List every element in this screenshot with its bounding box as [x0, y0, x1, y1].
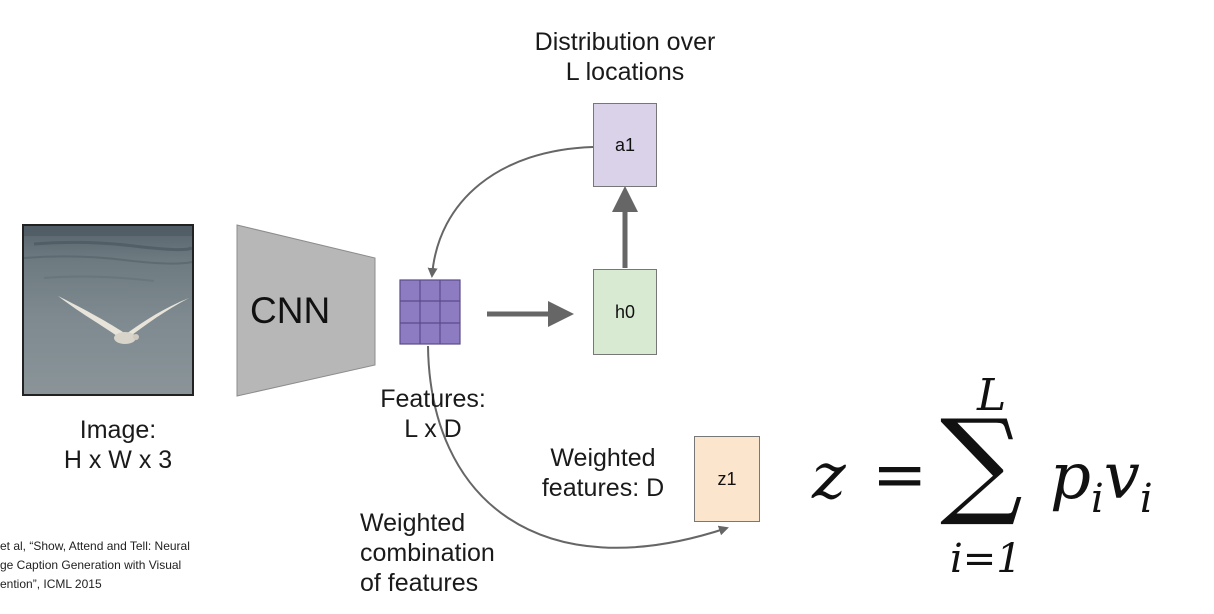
cnn-label: CNN: [250, 290, 331, 331]
distribution-label: Distribution over L locations: [534, 28, 716, 86]
attention-formula: z = L ∑ i=1 pivi: [812, 370, 1202, 600]
z1-box: z1: [694, 436, 760, 522]
formula-lower-limit: i=1: [950, 536, 1022, 582]
input-image: [22, 224, 194, 396]
weighted-combination-label: Weighted combination of features: [360, 509, 495, 597]
features-label: Features: L x D: [380, 385, 486, 443]
h0-box: h0: [593, 269, 657, 355]
image-label: Image: H x W x 3: [63, 416, 173, 474]
cnn-trapezoid: [236, 224, 376, 397]
formula-upper-limit: L: [977, 370, 1007, 421]
h0-label: h0: [614, 301, 636, 322]
a1-label: a1: [614, 134, 636, 155]
formula-sum-symbol: ∑: [940, 395, 1023, 530]
features-to-z1-arrow: [427, 345, 729, 549]
formula-equals: =: [872, 436, 928, 513]
bird-image: [24, 226, 192, 344]
feature-grid: [399, 279, 461, 345]
formula-summand: pivi: [1050, 440, 1153, 522]
citation: et al, “Show, Attend and Tell: Neural ge…: [0, 539, 190, 591]
z1-label: z1: [717, 468, 737, 489]
weighted-features-label: Weighted features: D: [541, 444, 665, 502]
formula-lhs: z: [812, 440, 846, 514]
a1-box: a1: [593, 103, 657, 187]
a1-to-features-arrow: [427, 146, 594, 278]
